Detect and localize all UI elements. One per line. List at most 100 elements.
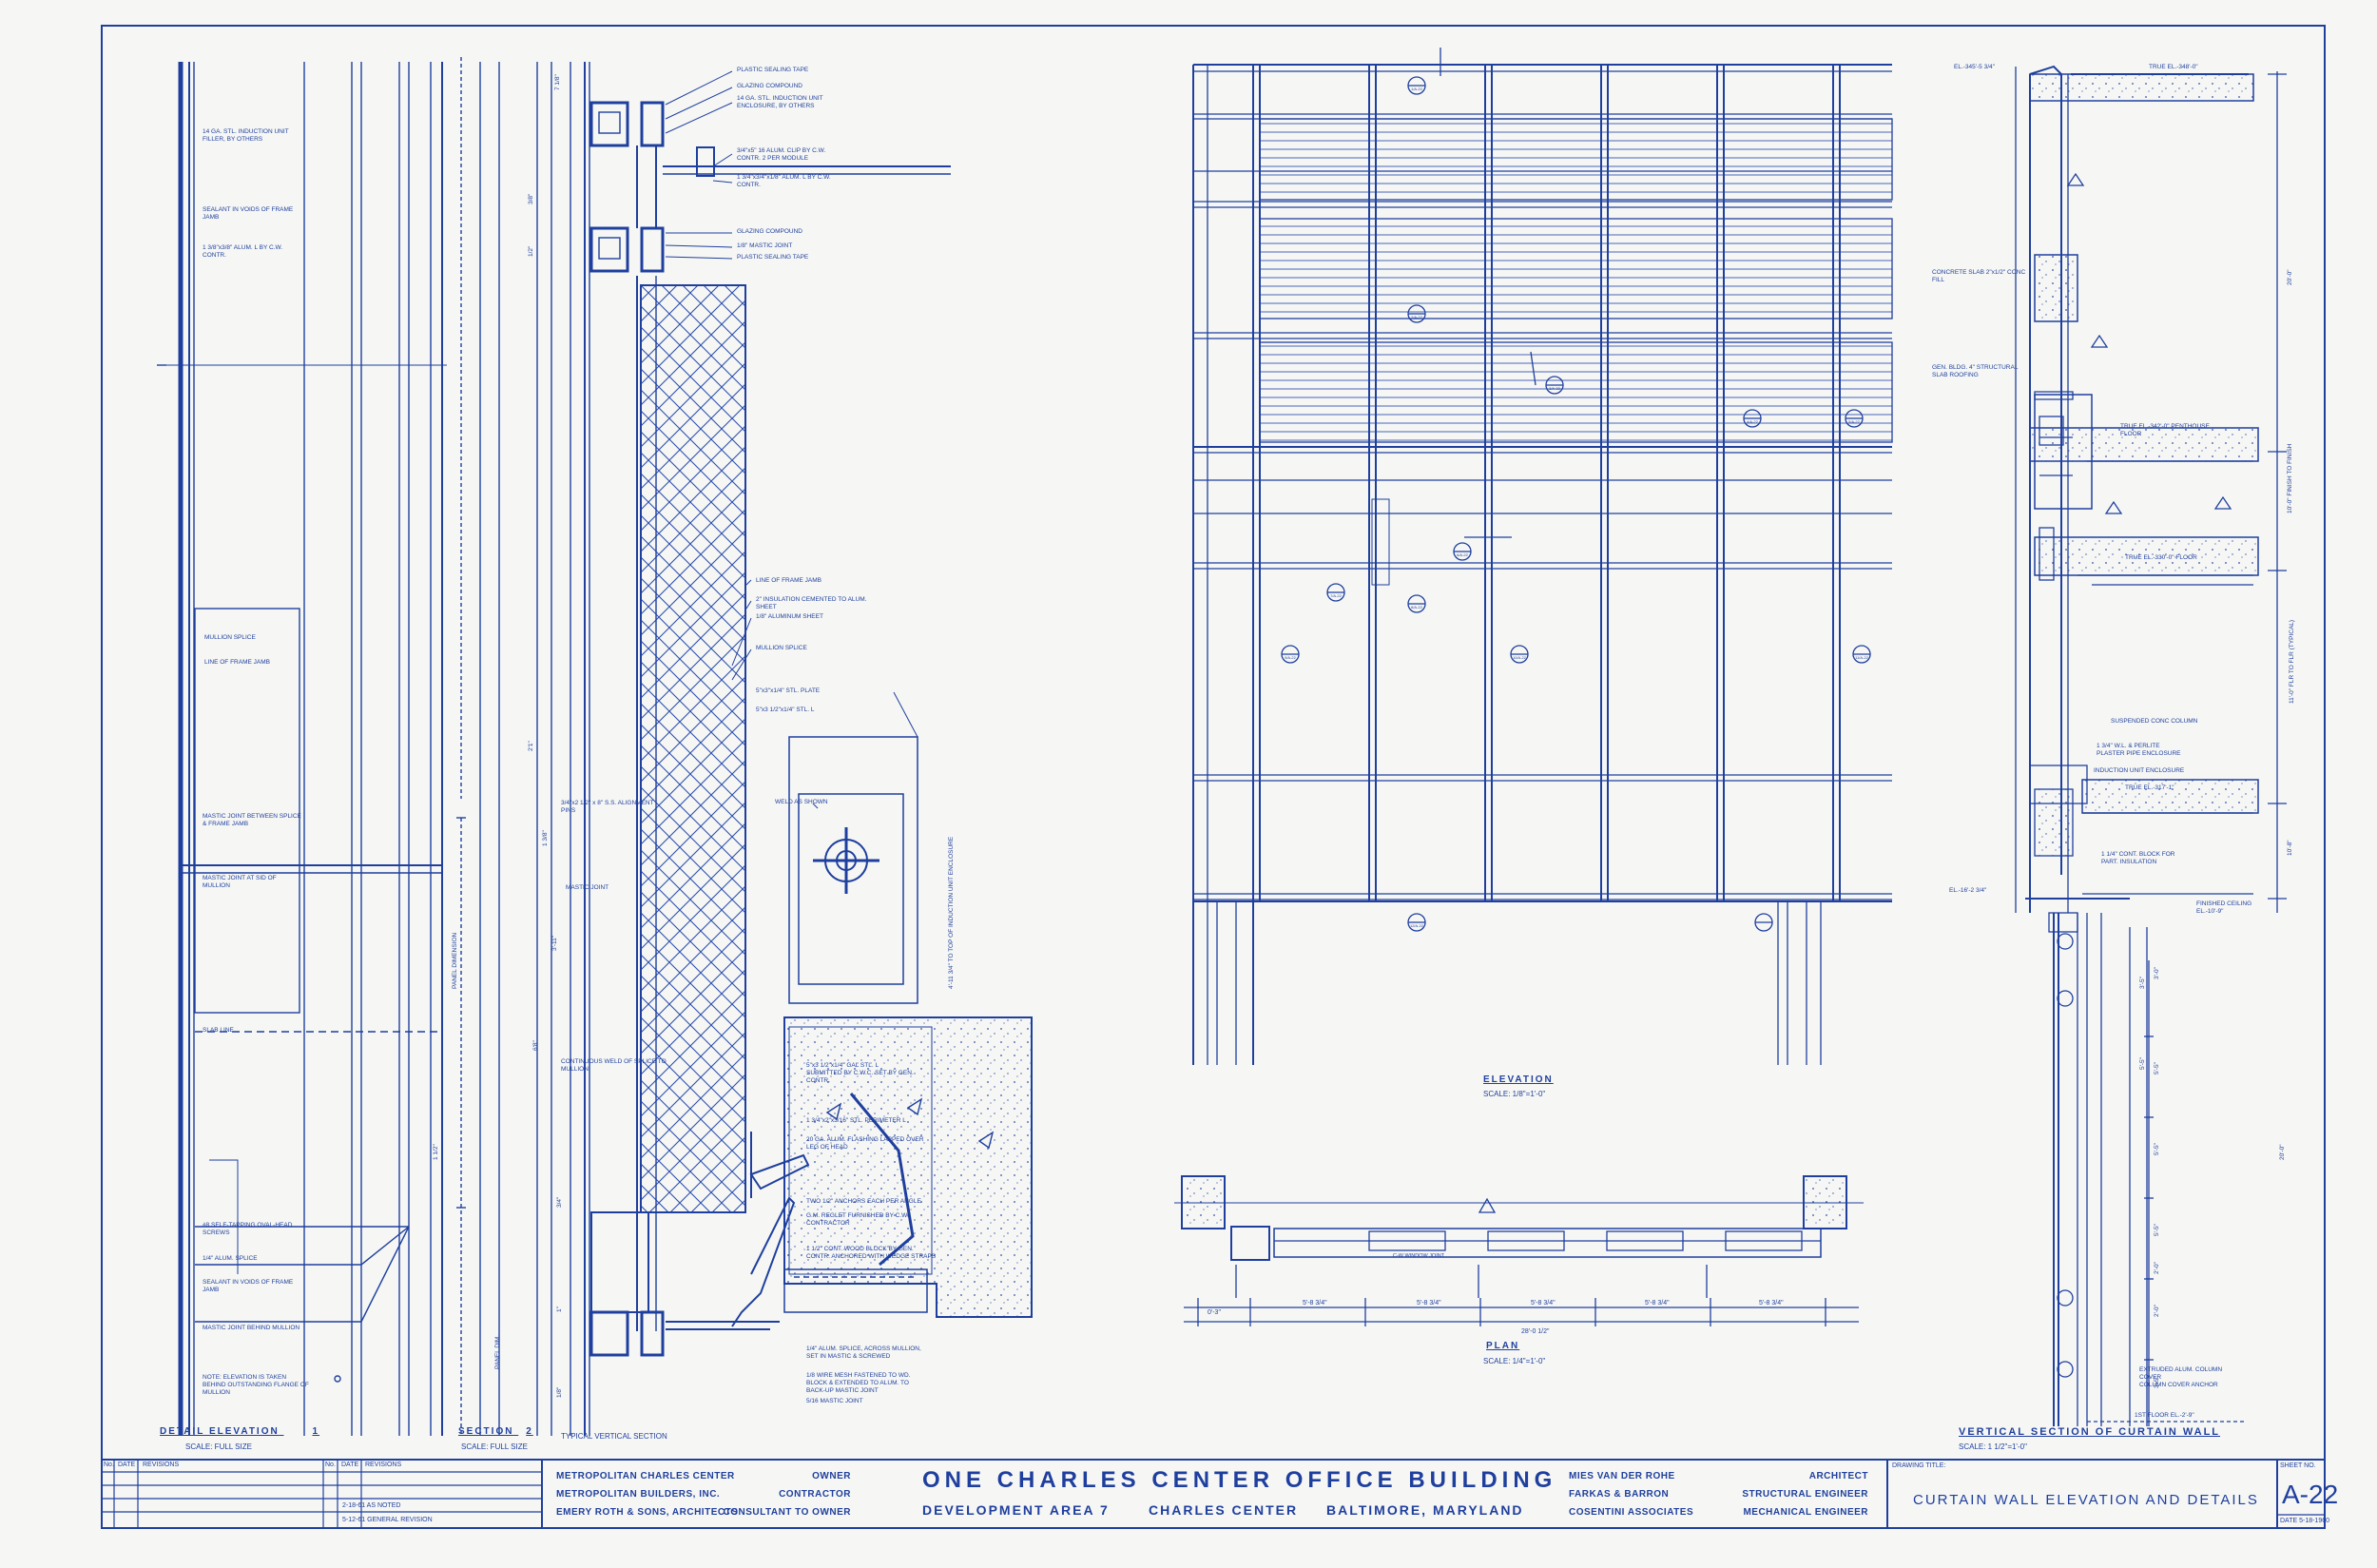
plan-dimension: 5'-8 3/4" — [1417, 1300, 1441, 1307]
section-dimension: 3/4" — [556, 1196, 563, 1208]
vertical-section-note: GEN. BLDG. 4" STRUCTURAL — [1932, 364, 2019, 371]
elevation-callout: 7/A-22 — [1330, 593, 1343, 598]
vertical-section-note: FINISHED CEILING — [2196, 900, 2251, 907]
vertical-section-note: PLASTER PIPE ENCLOSURE — [2097, 750, 2181, 757]
plan-dimension: 28'-0 1/2" — [1521, 1328, 1550, 1335]
vertical-section-note: 1ST FLOOR EL.-2'-9" — [2135, 1412, 2194, 1419]
detail-elevation-note: CONTR. — [203, 252, 226, 259]
elevation-callout: 12/A-22 — [1410, 923, 1424, 928]
owner-name: METROPOLITAN CHARLES CENTER — [556, 1471, 735, 1481]
plan-dimension: 5'-8 3/4" — [1759, 1300, 1784, 1307]
vertical-section-dimension: 2'-0" — [2154, 1261, 2160, 1274]
contractor-name: METROPOLITAN BUILDERS, INC. — [556, 1489, 721, 1500]
section-note: BLOCK & EXTENDED TO ALUM. TO — [806, 1380, 909, 1386]
vertical-section-note: TRUE EL.-330'-0" FLOOR — [2125, 554, 2197, 561]
detail-elevation-label: DETAIL ELEVATION 1 — [160, 1426, 319, 1437]
section-note: 1/8 WIRE MESH FASTENED TO WD. — [806, 1372, 911, 1379]
mechanical-engineer-name: COSENTINI ASSOCIATES — [1569, 1507, 1694, 1518]
detail-elevation-note: MASTIC JOINT AT SID OF — [203, 875, 277, 881]
structural-engineer-name: FARKAS & BARRON — [1569, 1489, 1670, 1500]
elevation-callout: 1/A-22 — [1411, 87, 1423, 91]
vertical-section-note: SUSPENDED CONC COLUMN — [2111, 718, 2198, 725]
detail-elevation-note: MULLION SPLICE — [204, 634, 256, 641]
vertical-section-dimension: 11'-0" FLR TO FLR (TYPICAL) — [2289, 620, 2295, 704]
revision-note-1: 2-18-61 AS NOTED — [342, 1502, 401, 1509]
elevation-callout: 6/A-22 — [1457, 552, 1469, 557]
detail-elevation-note: NOTE: ELEVATION IS TAKEN — [203, 1374, 286, 1381]
vertical-section-note: COVER — [2139, 1374, 2161, 1381]
detail-elevation-1 — [157, 62, 447, 1436]
section-note: ENCLOSURE, BY OTHERS — [737, 103, 815, 109]
section-label: SECTION 2 — [458, 1426, 533, 1437]
detail-elevation-note: SCREWS — [203, 1229, 230, 1236]
location-city: BALTIMORE, MARYLAND — [1326, 1502, 1524, 1518]
elevation-callout: 11/A-22 — [1855, 655, 1868, 660]
vertical-section-dimension: 10'-8" — [2287, 840, 2293, 856]
mechanical-engineer-role: MECHANICAL ENGINEER — [1743, 1507, 1868, 1518]
section-note: MULLION — [561, 1066, 589, 1073]
section-note: 5"x3"x1/4" STL. PLATE — [756, 687, 821, 694]
project-title: ONE CHARLES CENTER OFFICE BUILDING — [922, 1467, 1557, 1493]
section-note: CONTINUOUS WELD OF SPLICE TO — [561, 1058, 667, 1065]
section-dimension: 4'-11 3/4" TO TOP OF INDUCTION UNIT ENCL… — [948, 836, 955, 989]
elevation-callout: 5/A-22 — [1848, 419, 1861, 424]
section-note: 1/8" ALUMINUM SHEET — [756, 613, 823, 620]
detail-elevation-note: 1/4" ALUM. SPLICE — [203, 1255, 258, 1262]
revision-note-2: 5-12-61 GENERAL REVISION — [342, 1517, 433, 1523]
rev-header-revisions: REVISIONS — [143, 1462, 180, 1468]
vertical-section-view — [2015, 65, 2287, 1426]
rev-header-revisions-2: REVISIONS — [365, 1462, 402, 1468]
section-note: CONTR. — [806, 1077, 830, 1084]
elevation-scale: SCALE: 1/8"=1'-0" — [1483, 1090, 1546, 1098]
plan-dimension: 5'-8 3/4" — [1531, 1300, 1556, 1307]
detail-elevation-note: FILLER, BY OTHERS — [203, 136, 263, 143]
detail-elevation-note: #8 SELF-TAPPING OVAL-HEAD — [203, 1222, 293, 1229]
vertical-section-note: TRUE EL.-348'-0" — [2149, 64, 2198, 70]
vertical-section-note: TRUE EL.-317'-1" — [2125, 784, 2174, 791]
section-note: MASTIC JOINT — [566, 884, 609, 891]
detail-elevation-note: JAMB — [203, 1287, 219, 1293]
detail-elevation-note: MULLION — [203, 1389, 230, 1396]
rev-header-no-2: No. — [325, 1462, 336, 1468]
detail-elevation-note: LINE OF FRAME JAMB — [204, 659, 270, 666]
vertical-section-note: INDUCTION UNIT ENCLOSURE — [2094, 767, 2185, 774]
detail-elevation-note: JAMB — [203, 214, 219, 221]
vertical-section-dimension: 5'-5" — [2154, 1142, 2160, 1155]
sheet-no-label: SHEET NO. — [2280, 1462, 2316, 1469]
section-note: 3/4"x5" 16 ALUM. CLIP BY C.W. — [737, 147, 825, 154]
section-dimension: 3/8" — [528, 193, 534, 204]
elevation-callout: 9/A-22 — [1285, 655, 1297, 660]
section-note: 5/16 MASTIC JOINT — [806, 1398, 863, 1404]
section-note: SHEET — [756, 604, 777, 610]
detail-elevation-note: 1 3/8"x3/8" ALUM. L BY C.W. — [203, 244, 282, 251]
detail-elevation-note: BEHIND OUTSTANDING FLANGE OF — [203, 1382, 309, 1388]
title-block-grid — [102, 1460, 2325, 1528]
section-dimension: 1 3/8" — [542, 830, 549, 846]
section-dimension: 1/2" — [528, 245, 534, 257]
detail-elevation-note: SLAB LINE — [203, 1027, 235, 1034]
section-note: PLASTIC SEALING TAPE — [737, 67, 809, 73]
sheet-number: A-22 — [2282, 1480, 2339, 1509]
section-note: BACK-UP MASTIC JOINT — [806, 1387, 879, 1394]
vertical-section-note: 1 1/4" CONT. BLOCK FOR — [2101, 851, 2175, 858]
detail-elevation-number: 1 — [312, 1426, 320, 1437]
section-dimension: 2'1" — [528, 741, 534, 751]
vertical-section-note: TRUE EL.-342'-0" PENTHOUSE — [2120, 423, 2211, 430]
development-area: DEVELOPMENT AREA 7 — [922, 1502, 1110, 1518]
plan-scale: SCALE: 1/4"=1'-0" — [1483, 1357, 1546, 1365]
section-note: SUBMITTED BY C.W.C. SET BY GEN. — [806, 1070, 914, 1076]
section-note: CONTR. 2 PER MODULE — [737, 155, 809, 162]
section-note: 1 3/4"x3/4"x1/8" ALUM. L BY C.W. — [737, 174, 831, 181]
plan-dimension: 5'-8 3/4" — [1645, 1300, 1670, 1307]
vertical-section-dimension: 3'-5" — [2154, 1375, 2160, 1388]
section-dimension: 1 1/2" — [433, 1144, 439, 1160]
section-dimension: PANEL DIM. — [494, 1335, 501, 1369]
vertical-section-note: FLOOR — [2120, 431, 2142, 437]
section-note: G.M. REGLET FURNISHED BY C.W. — [806, 1212, 909, 1219]
consultant-name: EMERY ROTH & SONS, ARCHITECTS — [556, 1507, 739, 1518]
section-note: 3/4"x2 1/2" x 8" S.S. ALIGNMENT — [561, 800, 654, 806]
vertical-section-dimension: 20'-0" — [2279, 1144, 2286, 1160]
vertical-section-note: PART. INSULATION — [2101, 859, 2156, 865]
